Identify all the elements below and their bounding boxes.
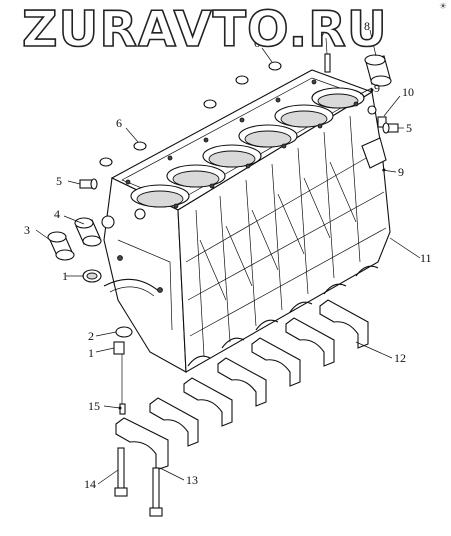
cylinder-block — [101, 69, 391, 373]
callout-5-right: 5 — [406, 121, 412, 135]
callout-6-upper: 6 — [254, 36, 260, 50]
callout-9-upper: 9 — [374, 81, 380, 95]
sleeve-2 — [115, 326, 133, 338]
bushing-8 — [364, 54, 392, 87]
side-ribs — [185, 115, 387, 357]
callout-numbers: 1 1 2 3 4 5 5 6 6 7 8 9 9 10 11 12 13 14… — [24, 19, 432, 491]
cylinder-bores — [130, 87, 365, 208]
callout-7: 7 — [320, 26, 326, 40]
callout-12: 12 — [394, 351, 406, 365]
main-bearing-caps-12 — [149, 299, 369, 447]
cam-bushing-4 — [74, 217, 102, 247]
side-braces — [199, 161, 357, 301]
callout-1-upper: 1 — [62, 269, 68, 283]
callout-13: 13 — [186, 473, 198, 487]
head-bolt-holes — [125, 79, 359, 209]
callout-9-lower: 9 — [398, 165, 404, 179]
callout-3: 3 — [24, 223, 30, 237]
callout-2: 2 — [88, 329, 94, 343]
front-face-details — [101, 208, 173, 331]
plug-1-upper — [82, 269, 102, 283]
callout-5-left: 5 — [56, 174, 62, 188]
leader-lines — [35, 29, 421, 485]
cam-bushing-3 — [47, 231, 75, 261]
watermark: ZURAVTO.RU — [21, 1, 388, 58]
plug-10 — [377, 116, 387, 128]
callout-11: 11 — [420, 251, 432, 265]
callout-14: 14 — [84, 477, 96, 491]
plug-5-left — [79, 178, 98, 190]
plug-1-lower — [113, 341, 125, 355]
dowel-pin-7 — [324, 53, 331, 73]
front-bearing-cap-13 — [115, 417, 169, 471]
plug-5-right — [382, 122, 399, 134]
callout-8: 8 — [364, 19, 370, 33]
bolts-14 — [114, 447, 163, 517]
callout-1-lower: 1 — [88, 346, 94, 360]
callout-6-left: 6 — [116, 116, 122, 130]
main-bearing-saddles — [187, 265, 379, 367]
rear-face-details — [361, 105, 387, 169]
callout-15: 15 — [88, 399, 100, 413]
callout-4: 4 — [54, 207, 60, 221]
core-plugs-6 — [99, 61, 282, 167]
callout-10: 10 — [402, 85, 414, 99]
dowel-15 — [119, 354, 126, 415]
corner-logo-icon: ☀ — [438, 2, 447, 12]
